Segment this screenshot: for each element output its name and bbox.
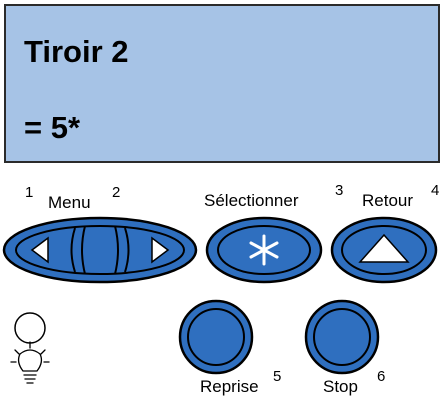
menu-right-number: 2: [112, 184, 121, 201]
back-number: 4: [431, 182, 440, 199]
up-triangle-icon: [358, 233, 410, 263]
stop-button[interactable]: [304, 299, 380, 375]
stop-label: Stop: [323, 377, 358, 396]
select-button[interactable]: [205, 216, 323, 284]
indicator-light: [14, 312, 46, 344]
display-line-2: = 5*: [24, 110, 81, 145]
menu-label: Menu: [48, 193, 91, 212]
right-triangle-icon: [151, 236, 170, 264]
lightbulb-icon: [10, 341, 50, 384]
resume-label: Reprise: [200, 377, 259, 396]
stop-number: 6: [377, 368, 386, 385]
resume-button[interactable]: [178, 299, 254, 375]
left-triangle-icon: [30, 236, 49, 264]
display-line-1: Tiroir 2: [24, 34, 129, 69]
select-label: Sélectionner: [204, 191, 299, 210]
asterisk-icon: [249, 234, 279, 266]
menu-left-number: 1: [25, 184, 34, 201]
resume-number: 5: [273, 368, 282, 385]
select-number: 3: [335, 182, 344, 199]
operator-display: Tiroir 2 = 5*: [4, 4, 440, 163]
back-label: Retour: [362, 191, 414, 210]
back-button[interactable]: [330, 216, 438, 284]
menu-button[interactable]: [2, 216, 198, 284]
